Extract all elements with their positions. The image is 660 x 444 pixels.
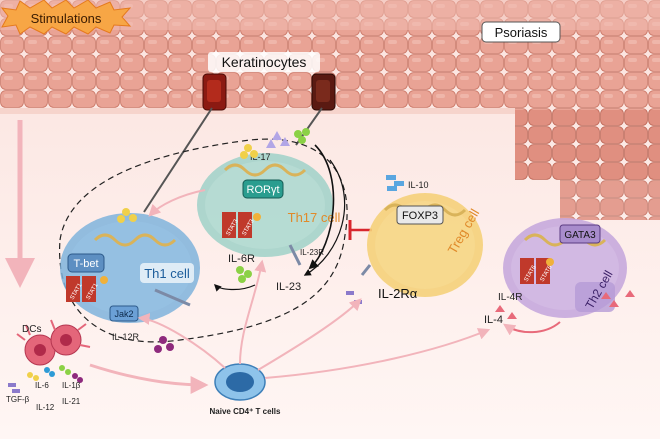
il23-label: IL-23 [276,281,301,293]
th1-cell: T-bet STAT1 STAT1 Th1 cell Jak2 [60,213,200,323]
th2-label-bg [575,282,615,312]
dc-cytokines [8,365,83,393]
keratinocytes-label-bg [208,52,320,72]
stat3-block-b [238,212,252,238]
gata3-box [559,224,601,244]
stimulations-label: Stimulations [31,11,102,26]
il2ra-label: IL-2Rα [378,286,418,301]
naive-cd4-t-cell [214,363,266,401]
rorgt-label: RORγt [247,184,280,196]
il2ra-receptor [360,264,372,276]
keratinocyte-link-th1 [143,107,213,213]
rorgt-box [242,179,284,199]
dcs-label: DCs [22,324,41,335]
dc-to-naive-arrow [89,363,209,394]
jak2-label: Jak2 [114,309,133,319]
tbet-box [67,253,105,273]
naive-to-treg-arrow [257,298,362,371]
il12-label: IL-12 [36,403,55,412]
treg-cell: FOXP3 Treg cell [360,193,483,297]
phospho-dot [546,258,554,266]
pathogenic-axis-outline [59,138,348,343]
feedback-arrow-il17 [308,144,335,270]
il17-label: IL-17 [250,152,271,162]
il4-label: IL-4 [484,314,503,326]
stat3-block-a [222,212,236,238]
th17-to-th1-arrow [148,189,206,217]
il6-label: IL-6 [35,381,49,390]
tgfb-label: TGF-β [6,395,30,404]
stat6-block-b [536,258,550,284]
il6r-label: IL-6R [228,253,255,265]
naive-to-th1-arrow [137,312,226,369]
th2-feedback-arrow [503,321,561,336]
dendritic-cells [16,319,91,366]
il23r-label: IL-23R [300,248,324,257]
psoriasis-label: Psoriasis [495,25,548,40]
th1-cytokines [117,208,174,353]
stat1-block-b [82,276,96,302]
th17-dna [223,163,307,177]
naive-label: Naive CD4⁺ T cells [210,407,281,416]
naive-to-th2-arrow [264,328,491,379]
il4r-label: IL-4R [498,292,522,303]
naive-to-th17-arrow [239,259,267,365]
feedback-arrow-il6 [213,283,256,292]
foxp3-box [396,205,444,225]
phospho-dot [253,213,261,221]
th1-dna [93,233,177,247]
feedback-arrow-il23 [303,159,346,276]
th2-cell: GATA3 STAT6 STAT6 Th2 cell [503,218,627,318]
th1-label-bg [140,263,194,283]
psoriasis-label-box [481,21,561,43]
gata3-label: GATA3 [564,230,596,241]
il12r-label: IL-12R [112,332,140,342]
il23r-receptor [288,244,302,266]
il21-label: IL-21 [62,397,81,406]
il10-label: IL-10 [408,180,429,190]
th1-label: Th1 cell [144,266,190,281]
il17-cytokines [236,128,310,283]
il1b-label: IL-1β [62,381,81,390]
foxp3-label: FOXP3 [402,210,438,222]
keratinocyte-cells [202,73,336,111]
tbet-label: T-bet [73,258,98,270]
phospho-dot [100,276,108,284]
keratinocytes-label: Keratinocytes [222,54,307,70]
th17-label: Th17 cell [288,210,341,225]
stat1-block-a [66,276,80,302]
stat6-block-a [520,258,534,284]
th1-receptor [154,288,191,307]
th17-cell: RORγt STAT3 STAT3 Th17 cell [197,153,341,266]
stimulations-badge: Stimulations [0,0,132,35]
il10-cytokines [386,175,404,191]
il4-cytokines [495,290,635,319]
